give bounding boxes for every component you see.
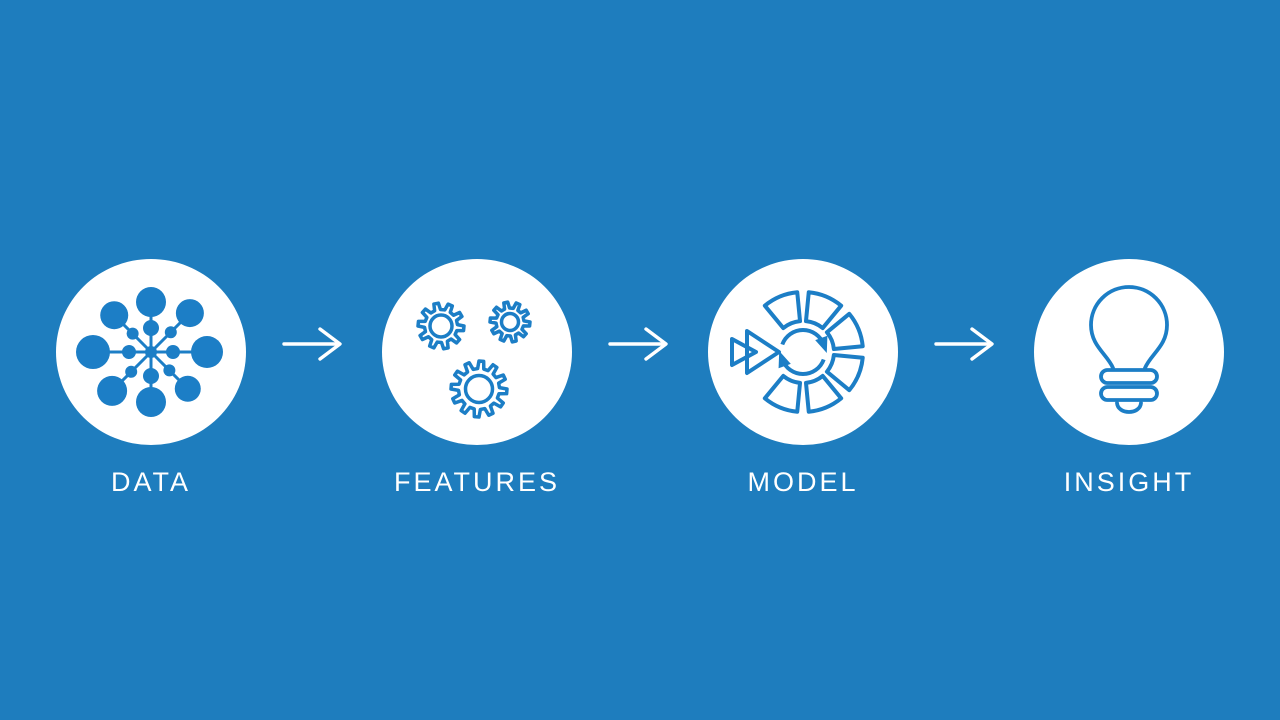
flow-connector-2	[608, 259, 672, 362]
process-flow-diagram: DATA FEATURES MODEL INSIGHT	[56, 259, 1224, 498]
step-circle-insight	[1034, 259, 1224, 445]
step-circle-features	[382, 259, 572, 445]
step-insight: INSIGHT	[1034, 259, 1224, 498]
step-features: FEATURES	[382, 259, 572, 498]
step-label-features: FEATURES	[393, 467, 560, 497]
step-model: MODEL	[708, 259, 898, 498]
lightbulb-icon	[1049, 282, 1209, 422]
step-data: DATA	[56, 259, 246, 498]
step-label-insight: INSIGHT	[1063, 467, 1195, 497]
step-circle-model	[708, 259, 898, 445]
gears-icon	[392, 267, 562, 437]
step-label-model: MODEL	[747, 467, 859, 497]
data-network-icon	[71, 272, 231, 432]
model-cycle-wheel-icon	[708, 277, 898, 427]
right-arrow-icon	[608, 326, 672, 362]
right-arrow-icon	[282, 326, 346, 362]
right-arrow-icon	[934, 326, 998, 362]
step-circle-data	[56, 259, 246, 445]
step-label-data: DATA	[110, 467, 191, 497]
flow-connector-3	[934, 259, 998, 362]
flow-connector-1	[282, 259, 346, 362]
